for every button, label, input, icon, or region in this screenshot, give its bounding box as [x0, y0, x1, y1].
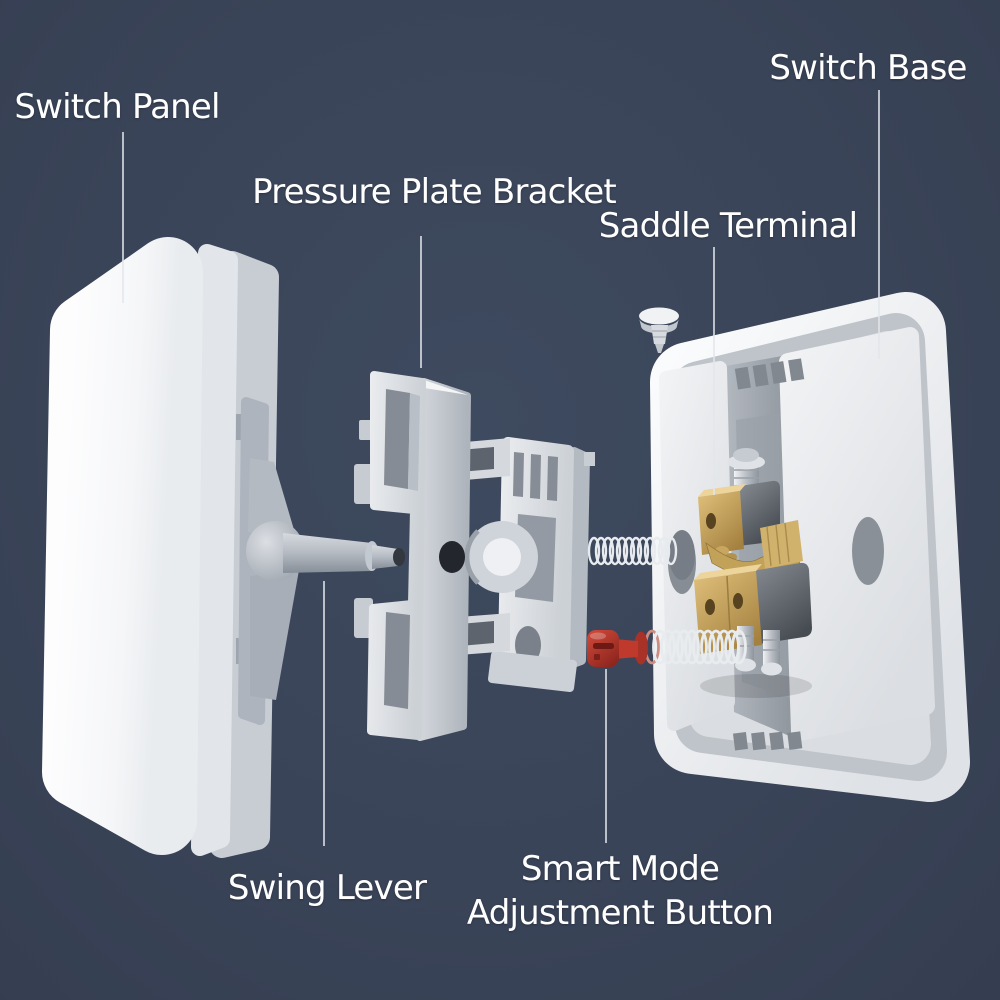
smart-mode-button: [587, 630, 648, 667]
lever-wing-top: [248, 458, 297, 540]
label-switch-base: Switch Base: [769, 48, 967, 88]
lever-wing-bottom: [250, 570, 299, 700]
leader-lines: [122, 90, 880, 846]
spring-lower: [644, 629, 747, 665]
lever-tip: [393, 548, 405, 566]
lever-neck: [372, 545, 398, 569]
swing-lever: [236, 397, 405, 725]
mounting-hole-right: [852, 517, 884, 585]
label-smart-mode-adjustment-button: Smart Mode Adjustment Button: [466, 847, 774, 935]
pressure-plate-bracket: [354, 371, 538, 741]
spring-upper: [587, 536, 678, 566]
label-pressure-plate-bracket: Pressure Plate Bracket: [252, 172, 617, 212]
lever-socket-hole: [439, 541, 465, 573]
saddle-terminal-upper: [698, 491, 744, 555]
terminal-screw-bottom: [763, 630, 780, 668]
base-top-vents: [734, 358, 805, 390]
mounting-screw: [639, 307, 679, 353]
terminal-clamp-lower: [746, 562, 812, 645]
switch-panel: [42, 237, 279, 858]
label-swing-lever: Swing Lever: [227, 868, 427, 908]
label-saddle-terminal: Saddle Terminal: [598, 206, 858, 246]
label-smart-mode-line1: Smart Mode: [520, 849, 720, 889]
lever-shaft: [283, 533, 372, 573]
base-bottom-vents: [732, 731, 803, 751]
label-smart-mode-line2: Adjustment Button: [466, 893, 774, 934]
label-switch-panel: Switch Panel: [14, 87, 220, 127]
